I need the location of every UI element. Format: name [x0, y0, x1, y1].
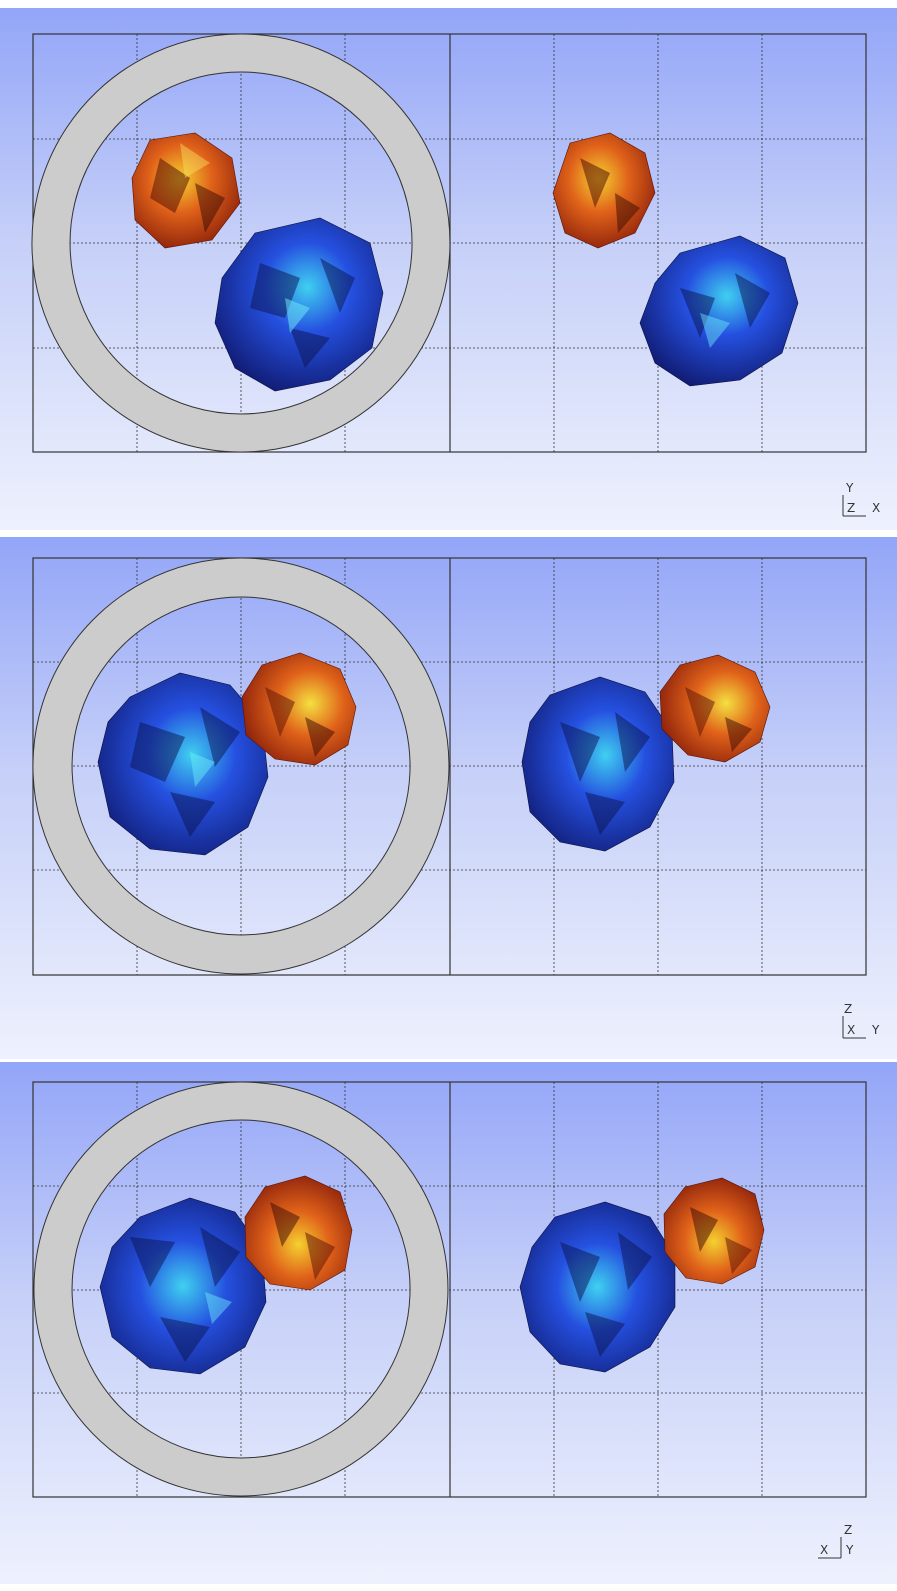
red-particle — [663, 1177, 765, 1285]
blue-particle — [519, 1201, 676, 1373]
red-particle — [241, 652, 357, 766]
blue-particle — [97, 672, 269, 856]
red-particle — [659, 654, 771, 763]
axis-triad-lines — [842, 495, 866, 517]
scene-canvas[interactable] — [0, 537, 897, 1059]
axis-right-label: X — [872, 501, 881, 515]
gray-ring — [31, 33, 451, 453]
axis-up-label: Z — [844, 1523, 853, 1537]
blue-particle — [639, 235, 799, 387]
axis-corner-label: X — [847, 1023, 856, 1037]
red-particle — [552, 132, 656, 249]
axis-corner-label: X — [820, 1543, 829, 1557]
axis-right-label: Y — [872, 1023, 880, 1037]
axis-up-label: Y — [846, 481, 854, 495]
viewport-yz[interactable]: Z X Y — [0, 537, 897, 1059]
gray-ring — [32, 557, 450, 975]
axis-right-label: Y — [846, 1543, 854, 1557]
axis-triad: Y Z X — [836, 482, 896, 522]
viewport-xy[interactable]: Y Z X — [0, 8, 897, 530]
blue-particle — [521, 676, 675, 852]
blue-particle — [214, 217, 384, 392]
axis-triad-lines — [818, 1537, 842, 1559]
scene-canvas[interactable] — [0, 1062, 897, 1584]
viewport-yz-alt[interactable]: Z X Y — [0, 1062, 897, 1584]
axis-triad: Z X Y — [816, 1524, 876, 1564]
axis-up-label: Z — [844, 1002, 853, 1016]
axis-triad-lines — [842, 1016, 866, 1039]
red-particle — [131, 132, 241, 249]
blue-particle — [99, 1197, 267, 1375]
gray-ring — [33, 1081, 449, 1497]
red-particle — [244, 1175, 353, 1291]
scene-canvas[interactable] — [0, 8, 897, 530]
axis-corner-label: Z — [847, 501, 856, 515]
axis-triad: Z X Y — [836, 1003, 896, 1043]
